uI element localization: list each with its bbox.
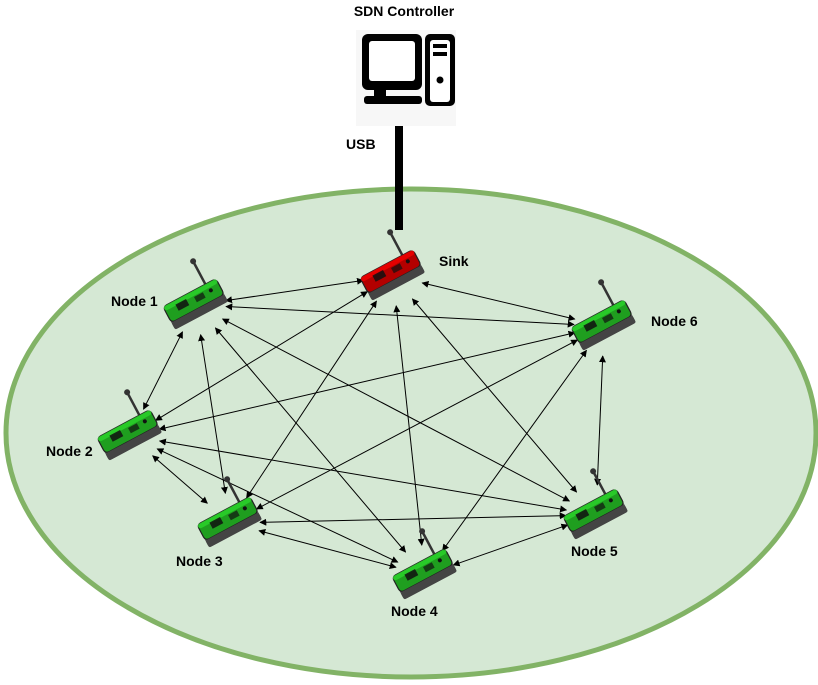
node-1-device-icon — [163, 258, 228, 329]
node-5-label: Node 5 — [571, 543, 618, 559]
node-2-label: Node 2 — [46, 443, 93, 459]
usb-label: USB — [346, 136, 376, 152]
node-4-label: Node 4 — [391, 603, 438, 619]
sink-label: Sink — [439, 253, 469, 269]
link-n5-n6 — [594, 355, 606, 486]
link-n4-n5 — [452, 523, 569, 567]
node-5-device-icon — [563, 468, 628, 539]
link-n4-n6 — [442, 349, 587, 552]
node-4-device-icon — [392, 528, 457, 599]
links-layer — [143, 277, 606, 570]
nodes-layer — [97, 229, 636, 599]
node-2-device-icon — [97, 389, 162, 460]
node-3-label: Node 3 — [176, 553, 223, 569]
node-3-device-icon — [197, 476, 262, 547]
sink-device-icon — [360, 229, 425, 300]
node-1-label: Node 1 — [111, 293, 158, 309]
link-n3-n4 — [258, 528, 397, 570]
node-6-label: Node 6 — [651, 313, 698, 329]
controller-label: SDN Controller — [354, 3, 455, 19]
node-6-device-icon — [571, 279, 636, 350]
desktop-computer-icon — [356, 30, 456, 126]
